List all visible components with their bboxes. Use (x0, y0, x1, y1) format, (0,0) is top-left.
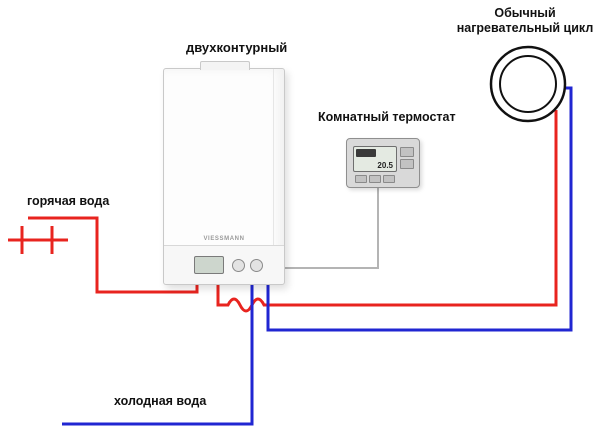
thermostat-button (383, 175, 395, 183)
heating-cycle-label: Обычный нагревательный цикл (456, 6, 594, 35)
boiler-display (194, 256, 224, 274)
boiler-brand: VIESSMANN (203, 236, 245, 242)
thermostat-temperature: 20.5 (377, 161, 393, 170)
boiler-label: двухконтурный (186, 40, 288, 55)
boiler: VIESSMANN (163, 61, 285, 285)
radiator-circle-inner (499, 55, 557, 113)
tap-symbols (8, 226, 68, 254)
hot-water-label: горячая вода (27, 194, 110, 208)
thermostat-wire (284, 186, 379, 269)
room-thermostat: 20.5 (346, 138, 420, 188)
thermostat-button (369, 175, 381, 183)
cold-water-label: холодная вода (114, 394, 207, 408)
boiler-panel-seam (273, 69, 274, 246)
hot-water-pipe (28, 216, 199, 294)
thermostat-lcd: 20.5 (353, 146, 397, 172)
boiler-knob-right (250, 259, 263, 272)
thermostat-label: Комнатный термостат (318, 110, 456, 124)
thermostat-button (400, 147, 414, 157)
boiler-control-panel (164, 245, 284, 284)
thermostat-button (400, 159, 414, 169)
thermostat-lcd-bar (356, 149, 376, 157)
heating-return-pipe (266, 86, 573, 332)
boiler-top-cap (200, 61, 250, 70)
boiler-knob-left (232, 259, 245, 272)
thermostat-button (355, 175, 367, 183)
cold-water-pipe (62, 276, 254, 426)
heating-supply-pipe (216, 110, 558, 313)
